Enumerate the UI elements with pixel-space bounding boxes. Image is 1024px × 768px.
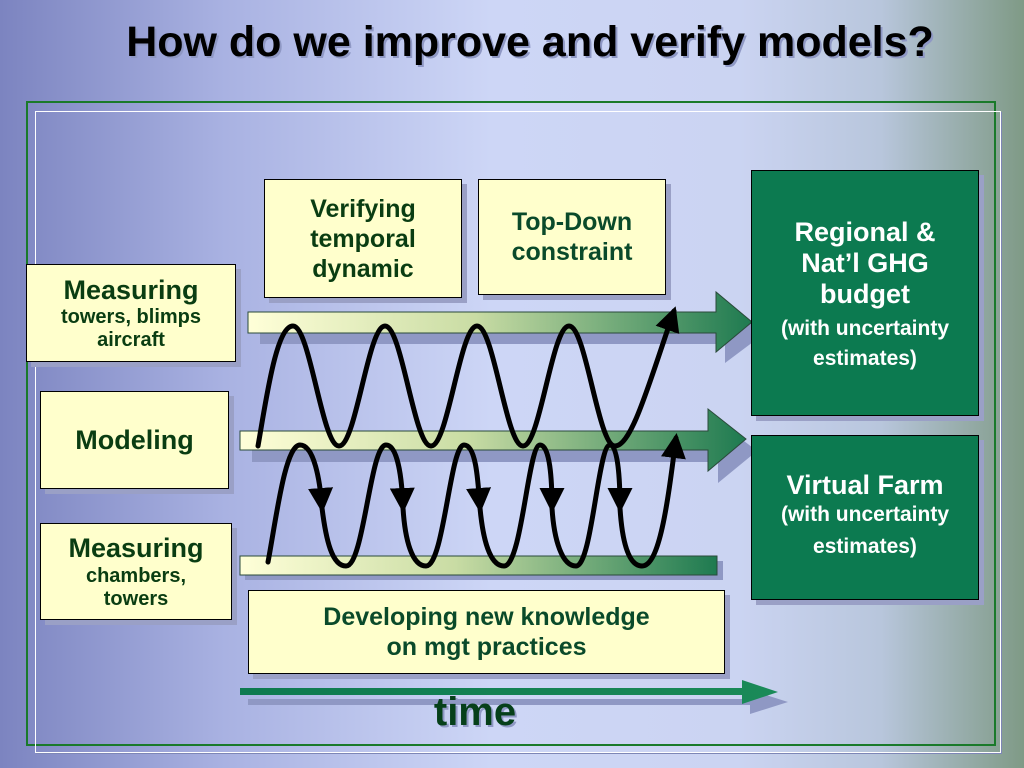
regional-note-1: (with uncertainty bbox=[780, 316, 949, 340]
measuring-towers-line-2: aircraft bbox=[97, 329, 165, 352]
bottom-flow-bar bbox=[239, 555, 723, 580]
regional-note-2: estimates) bbox=[813, 347, 917, 371]
topdown-line-1: Top-Down bbox=[511, 208, 633, 236]
verifying-line-3: dynamic bbox=[312, 254, 414, 283]
inner-frame bbox=[35, 111, 1001, 753]
lower-oscillation-wave-6 bbox=[617, 433, 686, 569]
virtual-farm-note-1: (with uncertainty bbox=[780, 503, 949, 527]
developing-line-2: on mgt practices bbox=[386, 633, 587, 661]
lower-oscillation-wave-5 bbox=[549, 442, 633, 569]
middle-flow-arrow bbox=[239, 407, 757, 483]
lower-oscillation-wave-3 bbox=[400, 442, 492, 569]
measuring-chambers-line-2: towers bbox=[103, 587, 169, 610]
regional-line-3: budget bbox=[820, 278, 910, 309]
measuring-chambers-box: Measuring chambers, towers bbox=[40, 523, 232, 620]
upper-oscillation-wave bbox=[255, 306, 680, 449]
lower-oscillation-wave-2 bbox=[319, 442, 415, 569]
regional-ghg-budget-box: Regional & Nat’l GHG budget (with uncert… bbox=[751, 170, 979, 416]
top-down-constraint-box: Top-Down constraint bbox=[478, 179, 666, 295]
regional-line-2: Nat’l GHG bbox=[801, 247, 929, 278]
modeling-box: Modeling bbox=[40, 391, 229, 489]
measuring-towers-title: Measuring bbox=[63, 274, 199, 305]
measuring-chambers-title: Measuring bbox=[68, 533, 204, 564]
topdown-line-2: constraint bbox=[511, 238, 633, 266]
time-arrow bbox=[240, 680, 788, 714]
verifying-line-1: Verifying bbox=[310, 194, 416, 223]
outer-frame bbox=[26, 101, 996, 746]
slide-title: How do we improve and verify models? bbox=[126, 18, 934, 66]
verifying-line-2: temporal bbox=[310, 224, 416, 253]
modeling-label: Modeling bbox=[75, 424, 194, 455]
measuring-chambers-line-1: chambers, bbox=[85, 564, 187, 587]
lower-oscillation-wave bbox=[265, 442, 334, 565]
lower-oscillation-wave-4 bbox=[477, 442, 565, 569]
measuring-towers-line-1: towers, blimps bbox=[60, 306, 202, 329]
virtual-farm-note-2: estimates) bbox=[813, 535, 917, 559]
top-flow-arrow bbox=[247, 290, 765, 363]
developing-line-1: Developing new knowledge bbox=[323, 603, 650, 631]
verifying-temporal-dynamic-box: Verifying temporal dynamic bbox=[264, 179, 462, 298]
measuring-towers-box: Measuring towers, blimps aircraft bbox=[26, 264, 236, 362]
developing-knowledge-box: Developing new knowledge on mgt practice… bbox=[248, 590, 725, 674]
time-label: time bbox=[433, 690, 517, 734]
regional-line-1: Regional & bbox=[794, 216, 936, 247]
virtual-farm-title: Virtual Farm bbox=[786, 469, 944, 500]
virtual-farm-box: Virtual Farm (with uncertainty estimates… bbox=[751, 435, 979, 600]
